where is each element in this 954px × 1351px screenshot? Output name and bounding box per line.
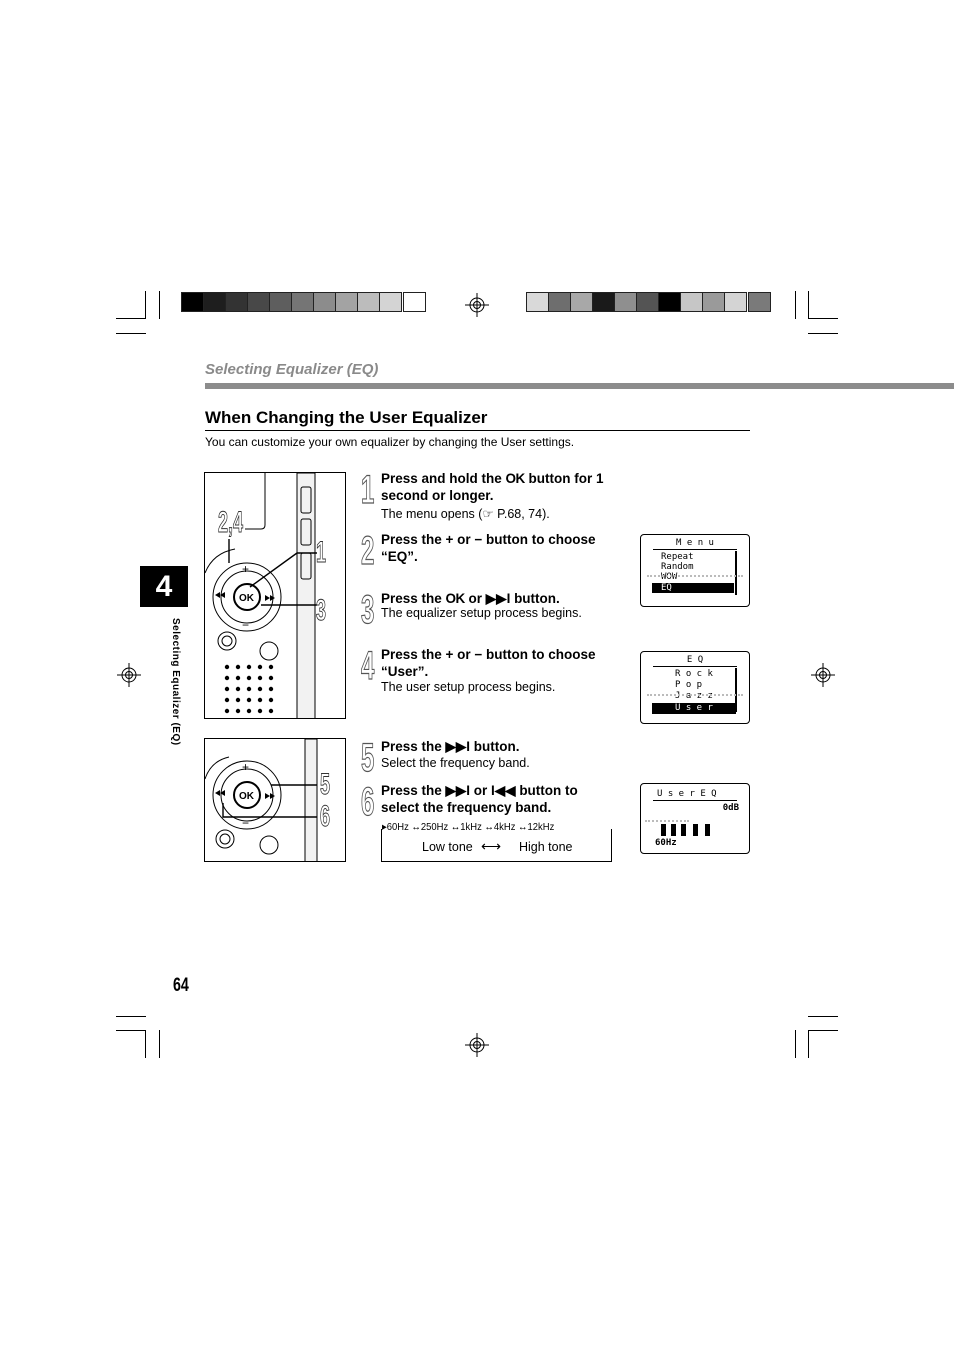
callout-label-6: 6 [320,800,331,834]
lcd-user-eq-display: U s e r E Q 0dB 60Hz [640,783,750,854]
ok-button-symbol: OK [445,591,466,606]
tone-scale-box [381,829,612,862]
step-3-title-text: Press the [381,591,446,606]
step-1-desc: The menu opens (☞ P.68, 74). [381,507,550,521]
step-5-desc: Select the frequency band. [381,756,530,770]
step-2-title: Press the + or − button to choose “EQ”. [381,532,596,564]
step-3-number: 3 [361,588,375,632]
step-4-title: Press the + or − button to choose “User”… [381,647,596,679]
intro-text: You can customize your own equalizer by … [205,435,575,449]
callout-label-5: 5 [320,768,331,802]
page-heading: When Changing the User Equalizer [205,408,488,427]
lcd-eq-item: P o p [675,680,703,690]
lcd-eq-selected: U s e r [652,703,736,714]
step-3-desc: The equalizer setup process begins. [381,606,582,620]
section-title: Selecting Equalizer (EQ) [205,361,379,378]
step-1-title-text-end: button for 1 second or longer. [381,471,604,503]
step-1-title: Press and hold the OK button for 1 secon… [381,470,614,504]
double-arrow-icon: ↔ [411,821,421,833]
lcd-eq-item: J a z z [675,691,713,701]
step-1-title-text: Press and hold the [381,471,506,486]
band-1khz: 1kHz [460,821,482,833]
device-figure-bottom: OK + − [204,738,346,862]
blink-indicator [645,820,689,823]
lcd-menu-title: M e n u [676,538,714,548]
eq-band-bar [681,824,686,836]
step-4-number: 4 [361,644,375,688]
ok-button-symbol: OK [505,471,526,486]
high-tone-label: High tone [519,840,573,854]
lcd-menu-item: Repeat [661,552,694,562]
double-arrow-icon: ↔ [484,821,494,833]
chapter-tab: 4 [140,566,188,607]
lcd-menu-item: Random [661,562,694,572]
step-3-title: Press the OK or ▶▶I button. [381,590,614,607]
tone-range-arrow-icon: ⟷ [481,838,502,854]
minus-key-label-2: − [242,816,249,830]
frequency-bands: ▸60Hz ↔250Hz ↔1kHz ↔4kHz ↔12kHz [382,821,554,833]
lcd-user-title: U s e r E Q [657,789,717,799]
lcd-user-rule [653,800,737,801]
step-5-number: 5 [361,736,375,780]
callout-label-3: 3 [316,594,327,628]
blink-indicator [647,575,743,578]
minus-key-label: − [242,618,249,632]
band-250hz: 250Hz [420,821,449,833]
callout-label-2-4: 2,4 [218,506,244,540]
lcd-eq-title: E Q [686,655,704,665]
arrow-right-icon: ▸ [382,821,387,833]
step-1-number: 1 [361,468,375,512]
double-arrow-icon: ↔ [450,821,461,833]
callout-label-1: 1 [316,536,327,570]
band-4khz: 4kHz [493,821,516,833]
double-arrow-icon: ↔ [518,821,528,833]
heading-rule [205,430,750,431]
lcd-menu-display: M e n u Repeat Random WOW EQ [640,534,750,607]
step-4-desc: The user setup process begins. [381,680,556,694]
recorder-illustration: OK + − [205,473,317,718]
lcd-scrollbar [735,551,737,595]
lcd-user-band: 60Hz [655,838,677,848]
plus-key-label: + [242,562,249,576]
step-3-title-text-end: or ▶▶I button. [464,591,560,606]
lcd-menu-item: WOW [661,572,678,582]
lcd-eq-display: E Q R o c k P o p J a z z U s e r [640,651,750,724]
lcd-menu-selected: EQ [652,583,734,593]
speaker-grille [224,664,274,714]
ok-key-label: OK [239,593,255,604]
rewind-icon [215,592,225,598]
lcd-menu-rule [653,549,737,550]
plus-key-label-2: + [242,760,249,774]
lcd-eq-rule [653,666,737,667]
step-2-number: 2 [361,529,375,573]
step-5-title: Press the ▶▶I button. [381,739,520,754]
band-12khz: 12kHz [527,821,555,833]
eq-band-bar [693,824,698,836]
callout-lines [228,539,317,606]
low-tone-label: Low tone [422,840,473,854]
device-figure-top: OK + − [204,472,346,719]
eq-band-bar [671,824,676,836]
eq-band-bar [661,824,666,836]
rewind-icon-2 [215,790,225,796]
page-number: 64 [173,975,189,996]
blink-indicator [647,694,743,697]
fast-forward-icon [265,595,275,601]
callout-lines-2 [222,784,317,818]
lcd-eq-item: R o c k [675,669,713,679]
step-6-title: Press the ▶▶I or I◀◀ button to select th… [381,783,578,815]
band-60hz: 60Hz [386,821,409,833]
fast-forward-icon-2 [265,793,275,799]
side-label: Selecting Equalizer (EQ) [170,618,181,746]
section-title-bar [205,383,954,389]
ok-key-label-2: OK [239,791,255,802]
step-6-number: 6 [361,780,375,824]
lcd-scrollbar [735,668,737,712]
lcd-user-level: 0dB [722,803,739,813]
recorder-illustration-detail: OK + − [205,739,318,861]
eq-band-bar [705,824,710,836]
